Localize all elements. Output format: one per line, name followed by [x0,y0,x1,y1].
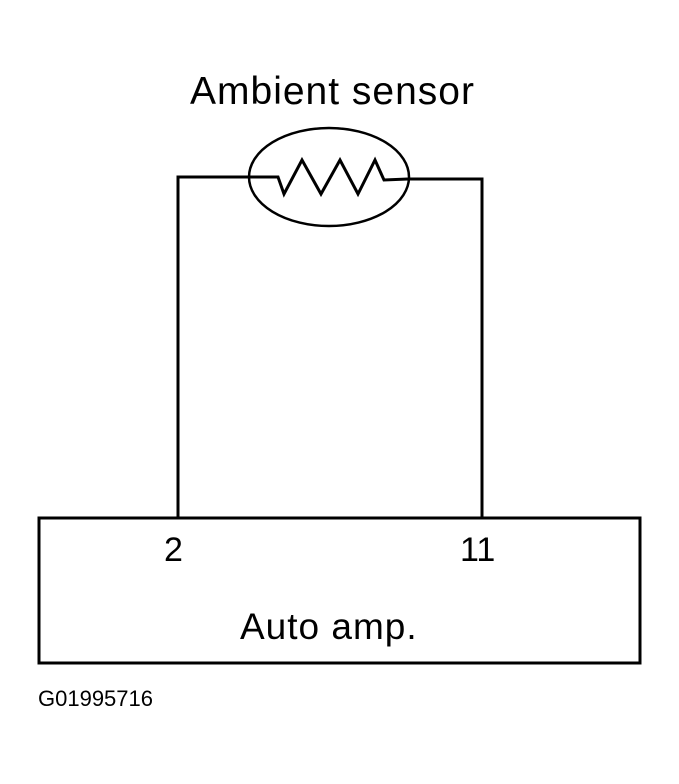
wire-terminal-11 [408,177,484,518]
auto-amp-box [37,516,642,665]
auto-amp-label: Auto amp. [240,606,418,647]
terminal-2-label: 2 [164,531,183,569]
resistor-icon [250,156,409,198]
figure-id: G01995716 [38,686,153,711]
terminal-11-label: 11 [460,531,496,569]
sensor-label: Ambient sensor [190,70,475,113]
sensor-housing [247,126,411,228]
wire-terminal-2 [176,175,250,518]
